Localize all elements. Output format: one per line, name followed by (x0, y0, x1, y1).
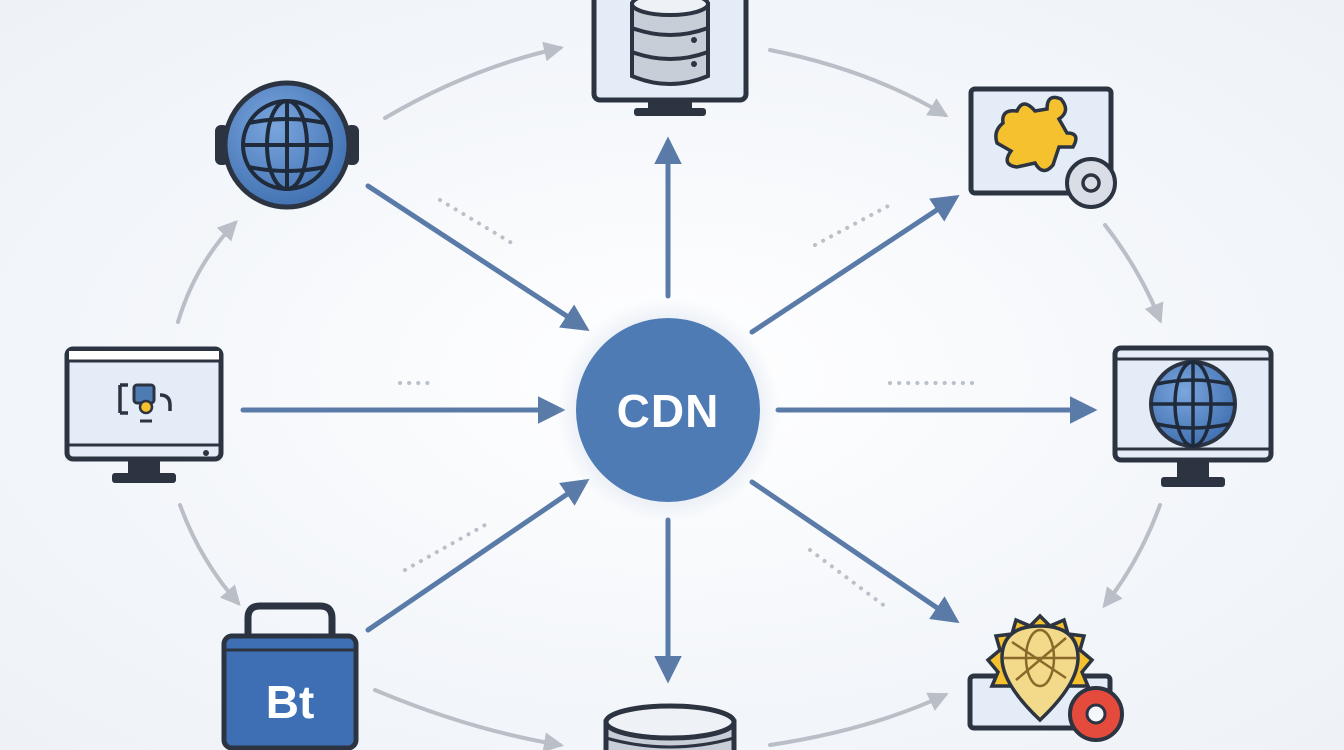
spoke-from-bt-bag (365, 478, 590, 633)
database-icon (630, 0, 710, 86)
ring-arrow-4 (1102, 503, 1162, 609)
outer-ring-arrows (176, 41, 1164, 750)
ring-arrow-8 (176, 220, 238, 324)
node-globe-headset[interactable] (215, 80, 359, 210)
spoke-arrows (240, 136, 1098, 684)
ring-arrow-3 (1103, 223, 1164, 324)
ring-arrow-7 (178, 503, 241, 606)
node-disk-cylinder[interactable] (603, 703, 737, 750)
spoke-from-globe-headset (365, 183, 590, 332)
disk-icon (603, 703, 737, 750)
node-bt-bag[interactable]: Bt (221, 602, 359, 750)
dotted-connectors (398, 198, 982, 612)
ring-arrow-2 (768, 48, 949, 118)
bag-label: Bt (266, 676, 315, 728)
node-marker-globe-disc[interactable] (967, 613, 1124, 742)
node-app-monitor[interactable] (64, 346, 224, 483)
disc-icon (1065, 157, 1117, 209)
node-database-monitor[interactable] (591, 0, 749, 116)
disc-icon (1068, 686, 1124, 742)
ring-arrow-6 (373, 688, 564, 750)
app-connector-icon (118, 383, 172, 423)
hub-label: CDN (617, 385, 720, 437)
spoke-to-puzzle (749, 194, 960, 335)
node-globe-monitor[interactable] (1112, 345, 1274, 487)
puzzle-icon (994, 95, 1078, 173)
ring-arrow-1 (383, 41, 564, 120)
cdn-hub[interactable]: CDN (556, 298, 780, 522)
monitor-icon (64, 346, 224, 483)
bag-handle (244, 602, 336, 640)
spoke-to-marker-globe (749, 479, 960, 624)
node-puzzle-disc[interactable] (968, 86, 1117, 209)
bag-icon (221, 633, 359, 750)
ring-arrow-5 (768, 692, 949, 747)
globe-icon (222, 80, 352, 210)
map-marker-icon (1000, 624, 1080, 723)
globe-icon (1149, 360, 1237, 448)
